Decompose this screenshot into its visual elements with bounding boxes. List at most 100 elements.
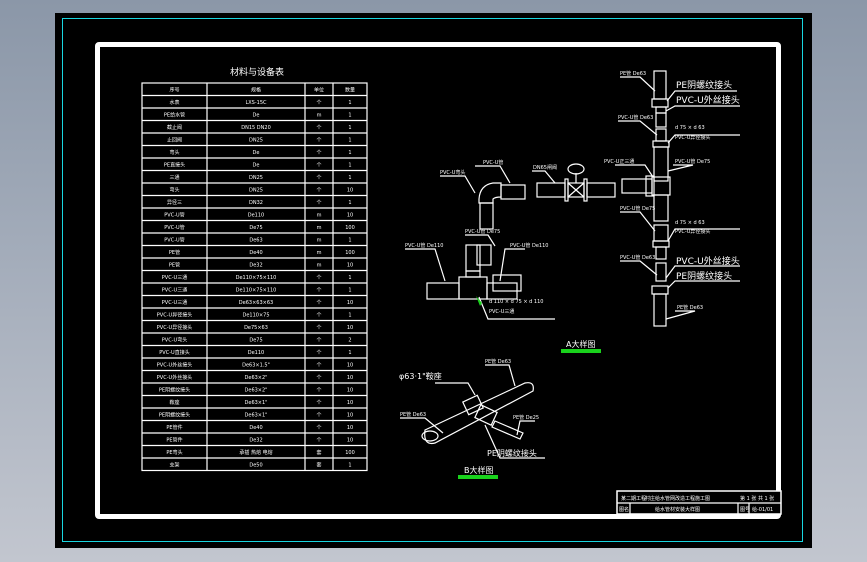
saddle-branch-pipe (491, 420, 524, 440)
table-cell: 个 (316, 275, 321, 281)
table-cell: LXS-15C (245, 100, 267, 106)
table-cell: 异径三 (167, 199, 182, 206)
table-cell: 1 (348, 312, 351, 318)
elbow-fitting (478, 182, 502, 204)
table-cell: m (317, 112, 322, 118)
table-cell: De75×63 (244, 325, 268, 331)
label-pe-female-thread-top: PE阴螺纹接头 (676, 79, 732, 91)
table-cell: 10 (347, 300, 353, 306)
label-elbow: PVC-U弯头 (440, 169, 465, 176)
table-cell: 1 (348, 137, 351, 143)
table-cell: 1 (348, 125, 351, 131)
table-cell: 100 (345, 450, 355, 456)
tee-pipe-top (476, 244, 492, 266)
table-cell: 10 (347, 212, 353, 218)
title-block-number-label: 图号 (740, 507, 750, 513)
table-cell: PVC-U管 (164, 211, 184, 218)
table-cell: 1 (348, 100, 351, 106)
labels: PE阴螺纹接头 PVC-U外丝接头 d 75 × d 63 PVC-U异径接头 … (399, 70, 740, 475)
tee-body (458, 276, 488, 300)
title-block-drawing-name: 给水管材安装大样图 (655, 506, 700, 513)
label-detail-a: A大样图 (566, 339, 595, 349)
pvc-pipe-63-top-b (655, 128, 667, 142)
table-cell: PE管 (169, 249, 180, 256)
label-pe-pipe-bottom: PE管 De63 (677, 304, 703, 311)
tee-pipe-right (486, 282, 518, 300)
table-cell: PE管件 (166, 424, 182, 431)
pvc-pipe-63-bottom (655, 246, 667, 260)
table-cell: 个 (316, 162, 321, 168)
table-cell: PVC-U弯头 (162, 336, 187, 343)
table-cell: 个 (316, 375, 321, 381)
table-header-cell: 序号 (169, 86, 179, 93)
table-cell: 个 (316, 412, 321, 418)
table-cell: PE管件 (166, 436, 182, 443)
table-cell: 个 (316, 437, 321, 443)
valve-assembly (536, 163, 616, 202)
leader-lines (400, 76, 740, 459)
table-cell: 个 (316, 125, 321, 131)
label-saddle-female-thread: PE阴螺纹接头 (487, 448, 537, 458)
label-tee-name: PVC-U三通 (489, 308, 514, 315)
table-cell: 套 (316, 449, 321, 456)
table-header-cell: 规格 (251, 86, 261, 93)
table-cell: 水表 (169, 99, 179, 106)
table-cell: PVC-U直接头 (159, 349, 189, 356)
table-cell: PVC-U三通 (162, 299, 187, 306)
table-cell: De32 (249, 262, 262, 268)
table-cell: DN25 (249, 187, 263, 193)
detail-b-underline (458, 475, 498, 479)
table-cell: m (317, 237, 322, 243)
table-cell: 1 (348, 150, 351, 156)
table-cell: PE给水管 (164, 111, 185, 118)
table-header-cell: 单位 (314, 86, 324, 93)
table-cell: 1 (348, 462, 351, 468)
table-cell: 10 (347, 262, 353, 268)
table-cell: De110×75 (242, 312, 269, 318)
branch-tee-socket (645, 175, 655, 197)
table-cell: m (317, 250, 322, 256)
label-pvc-pipe-63-bottom: PVC-U管 De63 (620, 254, 655, 261)
table-cell: PE阴螺纹接头 (159, 411, 190, 418)
table-cell: 10 (347, 425, 353, 431)
valve-handwheel (567, 163, 585, 175)
table-cell: De63×1" (245, 400, 268, 406)
table-cell: 个 (316, 350, 321, 356)
table-cell: 个 (316, 200, 321, 206)
table-cell: 个 (316, 100, 321, 106)
table-cell: PE弯头 (166, 449, 182, 456)
table-cell: 10 (347, 400, 353, 406)
table-cell: 个 (316, 150, 321, 156)
tee-pipe-left (426, 282, 460, 300)
table-cell: PE管 (169, 261, 180, 268)
tee-pointer (476, 296, 482, 306)
table-cell: PVC-U三通 (162, 274, 187, 281)
label-pvc-male-thread-bottom: PVC-U外丝接头 (676, 255, 740, 267)
pvc-male-thread-top-fitting (655, 106, 667, 114)
table-cell: 个 (316, 325, 321, 331)
label-reducer-top-size: d 75 × d 63 (675, 125, 705, 131)
table-cell: PVC-U异径接头 (157, 311, 192, 318)
saddle-clamp (461, 394, 485, 416)
table-cell: De110×75×110 (236, 275, 277, 281)
pvc-pipe-75-bottom-b (653, 224, 669, 242)
table-cell: 三通 (169, 174, 179, 181)
title-block-project-name: 村庄给水管网改造工程施工图 (645, 495, 710, 502)
table-cell: 1 (348, 287, 351, 293)
valve-pipe-right (586, 182, 616, 198)
table-cell: 截止阀 (167, 124, 182, 131)
table-cell: 个 (316, 425, 321, 431)
drawing-frame-outer (62, 18, 803, 542)
pe-female-thread-bottom-fitting (651, 285, 669, 295)
label-elbow-pipe: PVC-U管 (483, 159, 503, 166)
saddle-female-thread (474, 404, 498, 426)
table-cell: 个 (316, 137, 321, 143)
table-cell: De40 (249, 425, 262, 431)
table-cell: 个 (316, 387, 321, 393)
table-cell: PVC-U外丝接头 (157, 361, 192, 368)
table-cell: De110×75×110 (236, 287, 277, 293)
title-block-number: 给-01/01 (752, 506, 773, 513)
table-cell: m (317, 212, 322, 218)
table-cell: m (317, 225, 322, 231)
